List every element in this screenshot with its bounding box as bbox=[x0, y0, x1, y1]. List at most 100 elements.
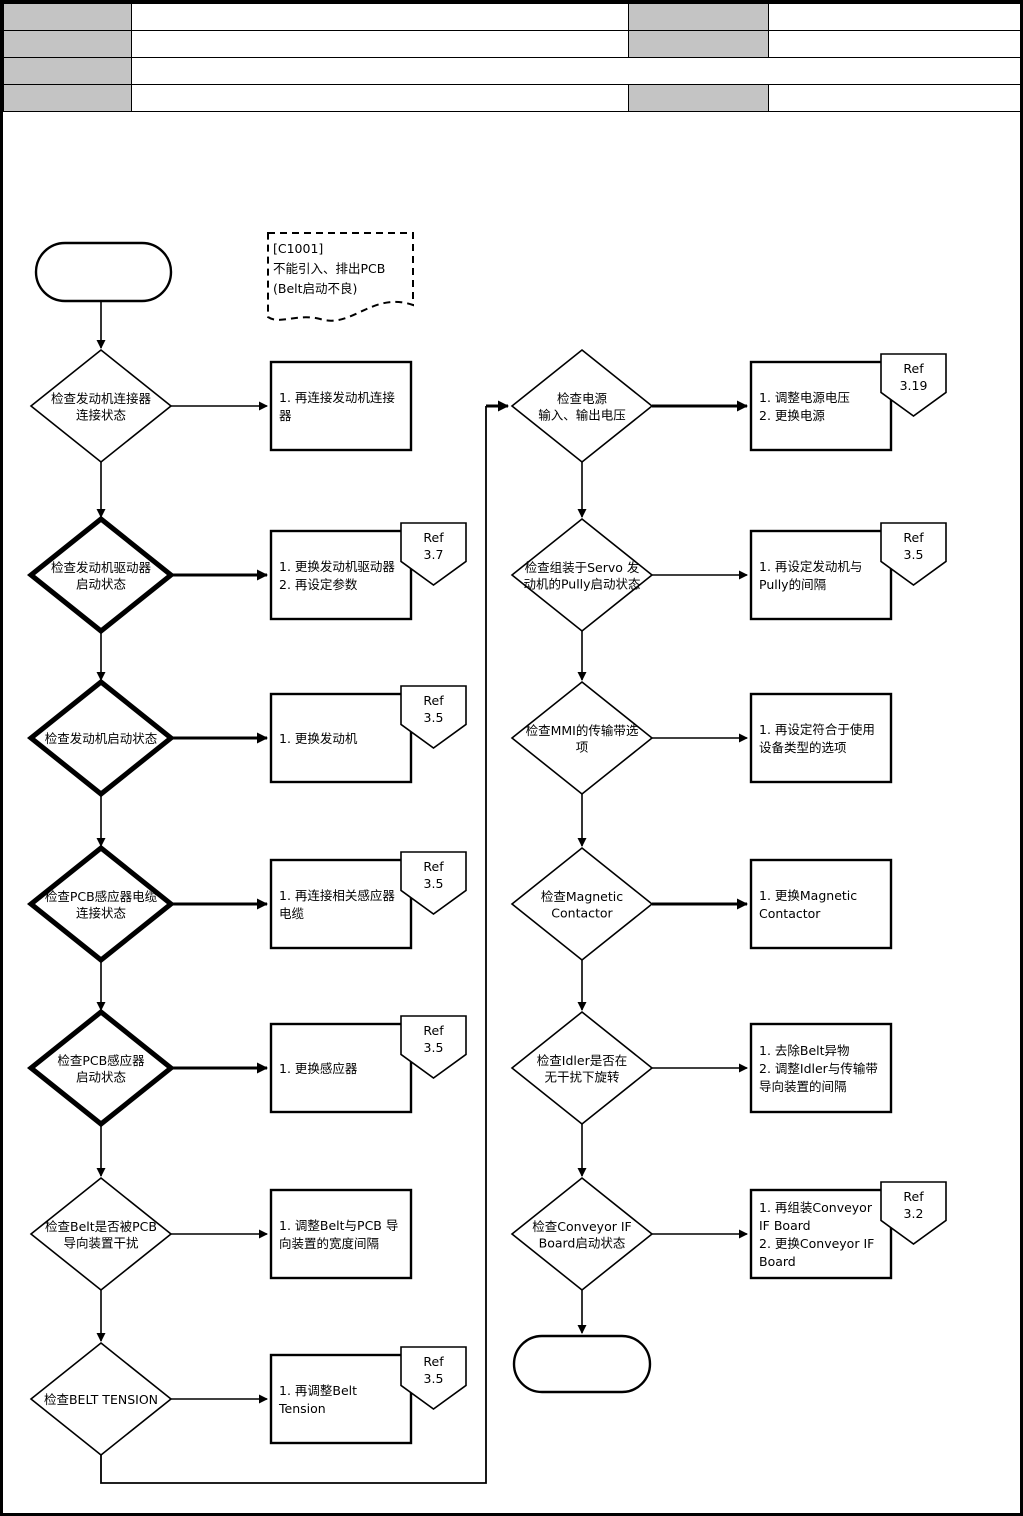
action-pcb-sensor-start[interactable]: 1. 更换感应器 Ref 3.5 bbox=[269, 1015, 467, 1114]
decision-label: 检查PCB感应器 bbox=[57, 1053, 145, 1068]
ref-tag: Ref 3.19 bbox=[880, 353, 947, 417]
action-label: 1. 更换感应器 bbox=[279, 1061, 358, 1076]
ref-value: 3.19 bbox=[900, 378, 928, 393]
action-motor-driver[interactable]: 1. 更换发动机驱动器 2. 再设定参数 Ref 3.7 bbox=[269, 522, 467, 621]
decision-label: 检查电源 bbox=[557, 391, 608, 406]
header-value-cell[interactable] bbox=[131, 3, 629, 31]
action-label: Board bbox=[759, 1254, 796, 1269]
decision-label: 检查Magnetic bbox=[541, 889, 623, 904]
action-label: 1. 再调整Belt bbox=[279, 1383, 357, 1398]
action-label: Contactor bbox=[759, 906, 821, 921]
note-code: [C1001] bbox=[273, 241, 323, 256]
ref-value: 3.5 bbox=[424, 1371, 444, 1386]
header-label-cell bbox=[628, 3, 769, 31]
decision-label: 检查MMI的传输带选 bbox=[526, 723, 639, 738]
header-value-cell[interactable] bbox=[768, 84, 1020, 112]
decision-label: 检查Belt是否被PCB bbox=[45, 1219, 157, 1234]
start-terminator bbox=[34, 241, 173, 303]
ref-tag: Ref 3.5 bbox=[400, 1015, 467, 1079]
decision-label: 启动状态 bbox=[76, 577, 126, 592]
header-row bbox=[3, 84, 1020, 112]
ref-title: Ref bbox=[903, 530, 924, 545]
action-label: 导向装置的间隔 bbox=[759, 1079, 847, 1094]
decision-label: 项 bbox=[576, 740, 589, 755]
decision-label: Board启动状态 bbox=[539, 1236, 626, 1251]
decision-label: 检查Conveyor IF bbox=[532, 1219, 631, 1234]
ref-value: 3.5 bbox=[904, 547, 924, 562]
action-power-voltage[interactable]: 1. 调整电源电压 2. 更换电源 Ref 3.19 bbox=[749, 353, 947, 452]
note-line-2: (Belt启动不良) bbox=[273, 281, 357, 296]
ref-title: Ref bbox=[423, 859, 444, 874]
decision-belt-tension[interactable]: 检查BELT TENSION bbox=[29, 1341, 173, 1457]
header-label-cell bbox=[628, 84, 769, 112]
header-label-cell bbox=[3, 3, 132, 31]
ref-value: 3.7 bbox=[424, 547, 444, 562]
header-value-cell[interactable] bbox=[131, 84, 629, 112]
ref-tag: Ref 3.5 bbox=[400, 1346, 467, 1410]
ref-title: Ref bbox=[423, 1354, 444, 1369]
header-value-cell[interactable] bbox=[131, 57, 1020, 85]
decision-label: 检查组装于Servo 发 bbox=[525, 560, 640, 575]
header-value-cell[interactable] bbox=[768, 3, 1020, 31]
action-label: 2. 再设定参数 bbox=[279, 577, 358, 592]
ref-value: 3.5 bbox=[424, 710, 444, 725]
ref-value: 3.2 bbox=[904, 1206, 924, 1221]
note-line-1: 不能引入、排出PCB bbox=[273, 261, 385, 276]
decision-label: 输入、输出电压 bbox=[538, 408, 626, 423]
action-label: 1. 再连接相关感应器 bbox=[279, 888, 395, 903]
action-label: IF Board bbox=[759, 1218, 811, 1233]
ref-title: Ref bbox=[423, 530, 444, 545]
ref-tag: Ref 3.7 bbox=[400, 522, 467, 586]
decision-label: Contactor bbox=[551, 906, 613, 921]
action-label: 2. 调整Idler与传输带 bbox=[759, 1061, 878, 1076]
action-label: 1. 更换发动机 bbox=[279, 731, 358, 746]
decision-belt-pcb-guide[interactable]: 检查Belt是否被PCB 导向装置干扰 bbox=[29, 1176, 173, 1292]
decision-label: 动机的Pully启动状态 bbox=[523, 577, 640, 592]
action-label: 1. 再设定符合于使用 bbox=[759, 722, 875, 737]
action-label: 1. 调整电源电压 bbox=[759, 390, 850, 405]
header-value-cell[interactable] bbox=[768, 30, 1020, 58]
header-value-cell[interactable] bbox=[131, 30, 629, 58]
ref-value: 3.5 bbox=[424, 1040, 444, 1055]
action-label: 1. 去除Belt异物 bbox=[759, 1043, 850, 1058]
decision-conveyor-if-board[interactable]: 检查Conveyor IF Board启动状态 bbox=[510, 1176, 654, 1292]
action-label: 1. 更换Magnetic bbox=[759, 888, 857, 903]
decision-label: 导向装置干扰 bbox=[63, 1236, 139, 1251]
header-row bbox=[3, 30, 1020, 58]
header-row bbox=[3, 57, 1020, 85]
action-label: 2. 更换电源 bbox=[759, 408, 825, 423]
header-label-cell bbox=[3, 30, 132, 58]
action-label: 向装置的宽度间隔 bbox=[279, 1236, 379, 1251]
action-label: Tension bbox=[278, 1401, 326, 1416]
action-label: 1. 更换发动机驱动器 bbox=[279, 559, 395, 574]
action-label: Pully的间隔 bbox=[759, 577, 826, 592]
action-label: 设备类型的选项 bbox=[759, 740, 847, 755]
ref-title: Ref bbox=[903, 361, 924, 376]
ref-title: Ref bbox=[423, 1023, 444, 1038]
decision-motor-start[interactable]: 检查发动机启动状态 bbox=[26, 678, 176, 798]
